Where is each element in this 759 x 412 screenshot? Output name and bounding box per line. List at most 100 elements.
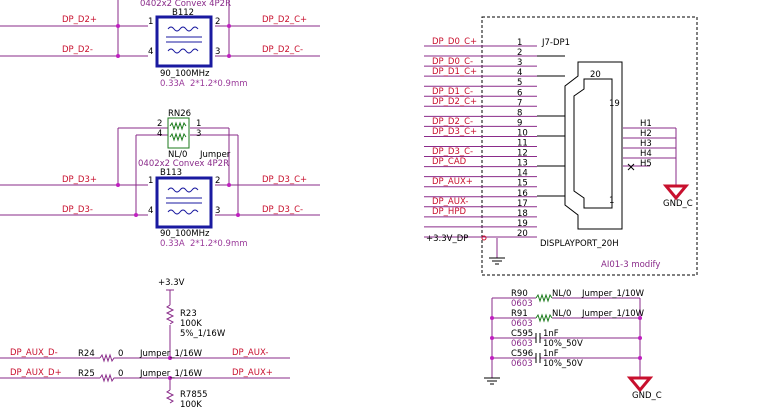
r23-ref: R23 bbox=[180, 309, 197, 319]
gnd-c-symbol-bottom bbox=[626, 376, 654, 393]
c595-pkg: 0603 bbox=[511, 339, 533, 349]
r24-value: 0 bbox=[118, 349, 123, 359]
c596-value: 1nF bbox=[543, 349, 559, 359]
aux-supply: +3.3V bbox=[158, 278, 185, 288]
c595-spec: 10%_50V bbox=[543, 339, 583, 349]
rn26-pin-1: 1 bbox=[196, 119, 201, 129]
shield-h4: H4 bbox=[640, 149, 652, 159]
connector-pin-15: 15 bbox=[517, 179, 528, 189]
connector-pin-7: 7 bbox=[517, 98, 522, 108]
b113-size: 2*1.2*0.9mm bbox=[190, 239, 248, 249]
connector-pin-2: 2 bbox=[517, 48, 522, 58]
connector-pin-16: 16 bbox=[517, 189, 528, 199]
r90-ref: R90 bbox=[511, 289, 528, 299]
connector-pin-6: 6 bbox=[517, 88, 522, 98]
net-3v3-dp: +3.3V_DP bbox=[426, 234, 468, 244]
rn26-body bbox=[167, 117, 190, 149]
r25-value: 0 bbox=[118, 369, 123, 379]
b113-pin-2: 2 bbox=[215, 176, 220, 186]
b112-ref: B112 bbox=[172, 8, 194, 18]
net-dp-d2-c-plus-conn: DP_D2_C+ bbox=[432, 97, 477, 107]
connector-pin-19: 19 bbox=[517, 219, 528, 229]
r23-value: 100K bbox=[180, 319, 202, 329]
c596-ref: C596 bbox=[511, 349, 533, 359]
connector-pin-13: 13 bbox=[517, 159, 528, 169]
shield-h1: H1 bbox=[640, 119, 652, 129]
rn26-value: NL/0 bbox=[168, 150, 187, 160]
connector-note: AI01-3 modify bbox=[601, 260, 660, 270]
r24-body bbox=[99, 353, 118, 363]
b113-body bbox=[155, 176, 213, 229]
r90-body bbox=[535, 293, 553, 303]
net-dp-d2-c-plus: DP_D2_C+ bbox=[262, 15, 307, 25]
connector-pin-14: 14 bbox=[517, 169, 528, 179]
connector-pin-12: 12 bbox=[517, 149, 528, 159]
shield-h2: H2 bbox=[640, 129, 652, 139]
gnd-c-bottom: GND_C bbox=[632, 391, 662, 401]
net-dp-d2-c-minus: DP_D2_C- bbox=[262, 45, 303, 55]
b112-part: 0402x2 Convex 4P2R bbox=[140, 0, 231, 9]
connector-inner-1: 1 bbox=[609, 196, 614, 206]
b113-rating: 0.33A bbox=[160, 239, 185, 249]
r7855-value: 100K bbox=[180, 400, 202, 410]
b112-freq: 90_100MHz bbox=[160, 69, 210, 79]
b113-pin-3: 3 bbox=[215, 206, 220, 216]
net-dp-d1-c-plus: DP_D1_C+ bbox=[432, 67, 477, 77]
r91-pkg: 0603 bbox=[511, 319, 533, 329]
connector-pin-4: 4 bbox=[517, 68, 522, 78]
b113-freq: 90_100MHz bbox=[160, 229, 210, 239]
net-dp-d3-plus: DP_D3+ bbox=[62, 175, 97, 185]
b113-pin-4: 4 bbox=[148, 206, 153, 216]
b113-pin-1: 1 bbox=[148, 176, 153, 186]
net-dp-d3-c-plus: DP_D3_C+ bbox=[262, 175, 307, 185]
rn26-group: RN26 2 1 4 3 NL/0 Jumper 0402x2 Convex 4… bbox=[117, 109, 239, 215]
connector-pin-20: 20 bbox=[517, 229, 528, 239]
connector-pin-18: 18 bbox=[517, 209, 528, 219]
connector-pin-1: 1 bbox=[517, 38, 522, 48]
connector-body bbox=[564, 61, 623, 230]
c596-spec: 10%_50V bbox=[543, 359, 583, 369]
r90-jumper: Jumper_1/10W bbox=[581, 289, 645, 299]
rn26-part: 0402x2 Convex 4P2R bbox=[138, 159, 229, 169]
net-dp-aux-plus: DP_AUX+ bbox=[232, 368, 273, 378]
connector-name: DISPLAYPORT_20H bbox=[540, 239, 619, 249]
c595-ref: C595 bbox=[511, 329, 533, 339]
b112-pin-4: 4 bbox=[148, 47, 153, 57]
net-dp-aux-d-plus: DP_AUX_D+ bbox=[10, 368, 62, 378]
connector-inner-19: 19 bbox=[609, 99, 620, 109]
b113-group: B113 1 2 4 3 90_100MHz 0.33A 2*1.2*0.9mm… bbox=[0, 168, 320, 249]
rn26-pin-3: 3 bbox=[196, 129, 201, 139]
r7855-ref: R7855 bbox=[180, 390, 208, 400]
net-dp-aux-minus: DP_AUX- bbox=[232, 348, 268, 358]
gnd-c-symbol-top bbox=[662, 184, 690, 201]
connector-inner-20: 20 bbox=[590, 70, 601, 80]
net-dp-aux-d-minus: DP_AUX_D- bbox=[10, 348, 58, 358]
r7855-body bbox=[165, 389, 175, 404]
connector-pin-5: 5 bbox=[517, 78, 522, 88]
net-dp-d0-c-minus: DP_D0_C- bbox=[432, 57, 473, 67]
rn26-jumper: Jumper bbox=[199, 150, 231, 160]
net-dp-cad: DP_CAD bbox=[432, 157, 467, 167]
b112-pin-2: 2 bbox=[215, 17, 220, 27]
r25-ref: R25 bbox=[78, 369, 95, 379]
r24-ref: R24 bbox=[78, 349, 95, 359]
connector-group: J7-DP1 DISPLAYPORT_20H AI01-3 modify 20 … bbox=[424, 16, 698, 276]
net-dp-d1-c-minus: DP_D1_C- bbox=[432, 87, 473, 97]
r24-jumper: Jumper_1/16W bbox=[139, 349, 203, 359]
rn26-pin-4: 4 bbox=[157, 129, 162, 139]
connector-pin-9: 9 bbox=[517, 118, 522, 128]
shield-h3: H3 bbox=[640, 139, 652, 149]
b112-pin-1: 1 bbox=[148, 17, 153, 27]
net-dp-d3-c-plus-conn: DP_D3_C+ bbox=[432, 127, 477, 137]
net-dp-d3-minus: DP_D3- bbox=[62, 205, 93, 215]
r91-value: NL/0 bbox=[552, 309, 571, 319]
connector-ref: J7-DP1 bbox=[541, 38, 570, 48]
r25-body bbox=[99, 373, 118, 383]
r23-spec: 5%_1/16W bbox=[180, 329, 226, 339]
rn26-ref: RN26 bbox=[168, 109, 191, 119]
aux-group: +3.3V R23 100K 5%_1/16W R24 0 Jumper_1/1… bbox=[0, 278, 290, 410]
b112-size: 2*1.2*0.9mm bbox=[190, 79, 248, 89]
r91-ref: R91 bbox=[511, 309, 528, 319]
b112-group: 0402x2 Convex 4P2R B112 1 2 4 3 90_100MH… bbox=[0, 0, 320, 89]
